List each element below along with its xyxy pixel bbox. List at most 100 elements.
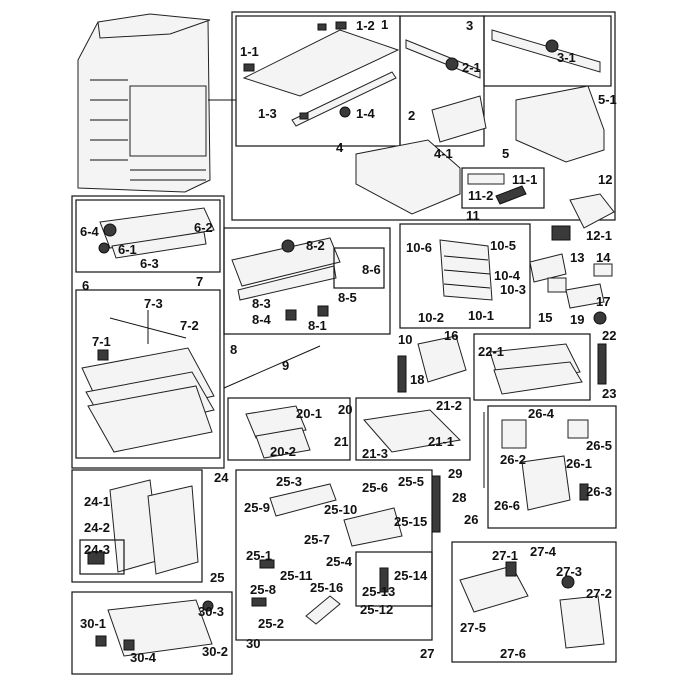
label-20: 20: [338, 402, 352, 417]
label-18: 18: [410, 372, 424, 387]
drawer-7-part: [81, 310, 215, 453]
label-27-3: 27-3: [556, 564, 582, 579]
label-24-1: 24-1: [84, 494, 110, 509]
label-3-1: 3-1: [557, 50, 576, 65]
label-20-2: 20-2: [270, 444, 296, 459]
label-6-3: 6-3: [140, 256, 159, 271]
box-group-11: [461, 167, 545, 209]
label-27-5: 27-5: [460, 620, 486, 635]
label-25-9: 25-9: [244, 500, 270, 515]
box-group-24: [71, 469, 203, 583]
label-10-4: 10-4: [494, 268, 521, 283]
label-28: 28: [452, 490, 466, 505]
label-21-1: 21-1: [428, 434, 454, 449]
label-11: 11: [466, 208, 480, 223]
shelf-22-part: [489, 343, 607, 395]
label-26-3: 26-3: [586, 484, 612, 499]
label-26-6: 26-6: [494, 498, 520, 513]
label-25: 25: [210, 570, 224, 585]
label-27-1: 27-1: [492, 548, 518, 563]
box-group-1: [231, 11, 616, 221]
label-26-4: 26-4: [528, 406, 555, 421]
label-16: 16: [444, 328, 458, 343]
part-8-rail: [231, 237, 341, 321]
cabinet-drawing: [77, 13, 236, 193]
part-20: [245, 405, 311, 459]
box-group-8-5: [333, 247, 385, 289]
label-1: 1: [381, 17, 388, 32]
label-25-1: 25-1: [246, 548, 272, 563]
label-30-4: 30-4: [130, 650, 157, 665]
leader-9: [223, 345, 321, 389]
label-26-1: 26-1: [566, 456, 592, 471]
label-20-1: 20-1: [296, 406, 322, 421]
label-13: 13: [570, 250, 584, 265]
label-24-3: 24-3: [84, 542, 110, 557]
label-6-4: 6-4: [80, 224, 100, 239]
label-27: 27: [420, 646, 434, 661]
label-10-2: 10-2: [418, 310, 444, 325]
label-2: 2: [408, 108, 415, 123]
label-21-3: 21-3: [362, 446, 388, 461]
box-group-30: [71, 591, 233, 675]
label-8-4: 8-4: [252, 312, 272, 327]
drawer-5-part: [515, 85, 605, 163]
label-25-12: 25-12: [360, 602, 393, 617]
box-group-21: [355, 397, 471, 461]
label-30: 30: [246, 636, 260, 651]
label-25-14: 25-14: [394, 568, 428, 583]
label-25-2: 25-2: [258, 616, 284, 631]
shelf-rail-2-part: [405, 39, 487, 143]
label-14: 14: [596, 250, 611, 265]
label-1-1: 1-1: [240, 44, 259, 59]
label-25-5: 25-5: [398, 474, 424, 489]
label-21-2: 21-2: [436, 398, 462, 413]
label-11-2: 11-2: [468, 188, 493, 203]
label-30-3: 30-3: [198, 604, 224, 619]
label-4: 4: [336, 140, 344, 155]
label-26-2: 26-2: [500, 452, 526, 467]
label-12-1: 12-1: [586, 228, 612, 243]
box-group-27: [451, 541, 617, 663]
label-17: 17: [596, 294, 610, 309]
part-30: [95, 599, 214, 657]
label-10-1: 10-1: [468, 308, 494, 323]
dispenser-25-part: [251, 483, 403, 625]
label-19: 19: [570, 312, 584, 327]
label-3: 3: [466, 18, 473, 33]
label-25-6: 25-6: [362, 480, 388, 495]
label-8-3: 8-3: [252, 296, 271, 311]
label-10-6: 10-6: [406, 240, 432, 255]
part-28-strip: [431, 475, 441, 533]
label-7-2: 7-2: [180, 318, 199, 333]
box-group-10: [399, 223, 531, 329]
label-8-1: 8-1: [308, 318, 327, 333]
box-group-26: [487, 405, 617, 529]
evaporator-10-part: [439, 239, 493, 301]
label-25-13: 25-13: [362, 584, 395, 599]
label-27-2: 27-2: [586, 586, 612, 601]
label-9: 9: [282, 358, 289, 373]
label-10-3: 10-3: [500, 282, 526, 297]
label-10-5: 10-5: [490, 238, 516, 253]
label-24-2: 24-2: [84, 520, 110, 535]
label-8-6: 8-6: [362, 262, 381, 277]
box-group-6: [75, 199, 221, 273]
label-6: 6: [82, 278, 89, 293]
label-1-4: 1-4: [356, 106, 376, 121]
shelf-rail-3-part: [491, 29, 601, 73]
part-11: [467, 173, 527, 205]
part-6-rail: [98, 207, 215, 259]
icemaker-26-part: [501, 419, 589, 511]
label-15: 15: [538, 310, 552, 325]
label-21: 21: [334, 434, 348, 449]
label-25-8: 25-8: [250, 582, 276, 597]
label-26: 26: [464, 512, 478, 527]
label-7-3: 7-3: [144, 296, 163, 311]
label-5-1: 5-1: [598, 92, 617, 107]
label-25-16: 25-16: [310, 580, 343, 595]
label-1-2: 1-2: [356, 18, 375, 33]
part-12: [551, 193, 615, 241]
label-12: 12: [598, 172, 612, 187]
